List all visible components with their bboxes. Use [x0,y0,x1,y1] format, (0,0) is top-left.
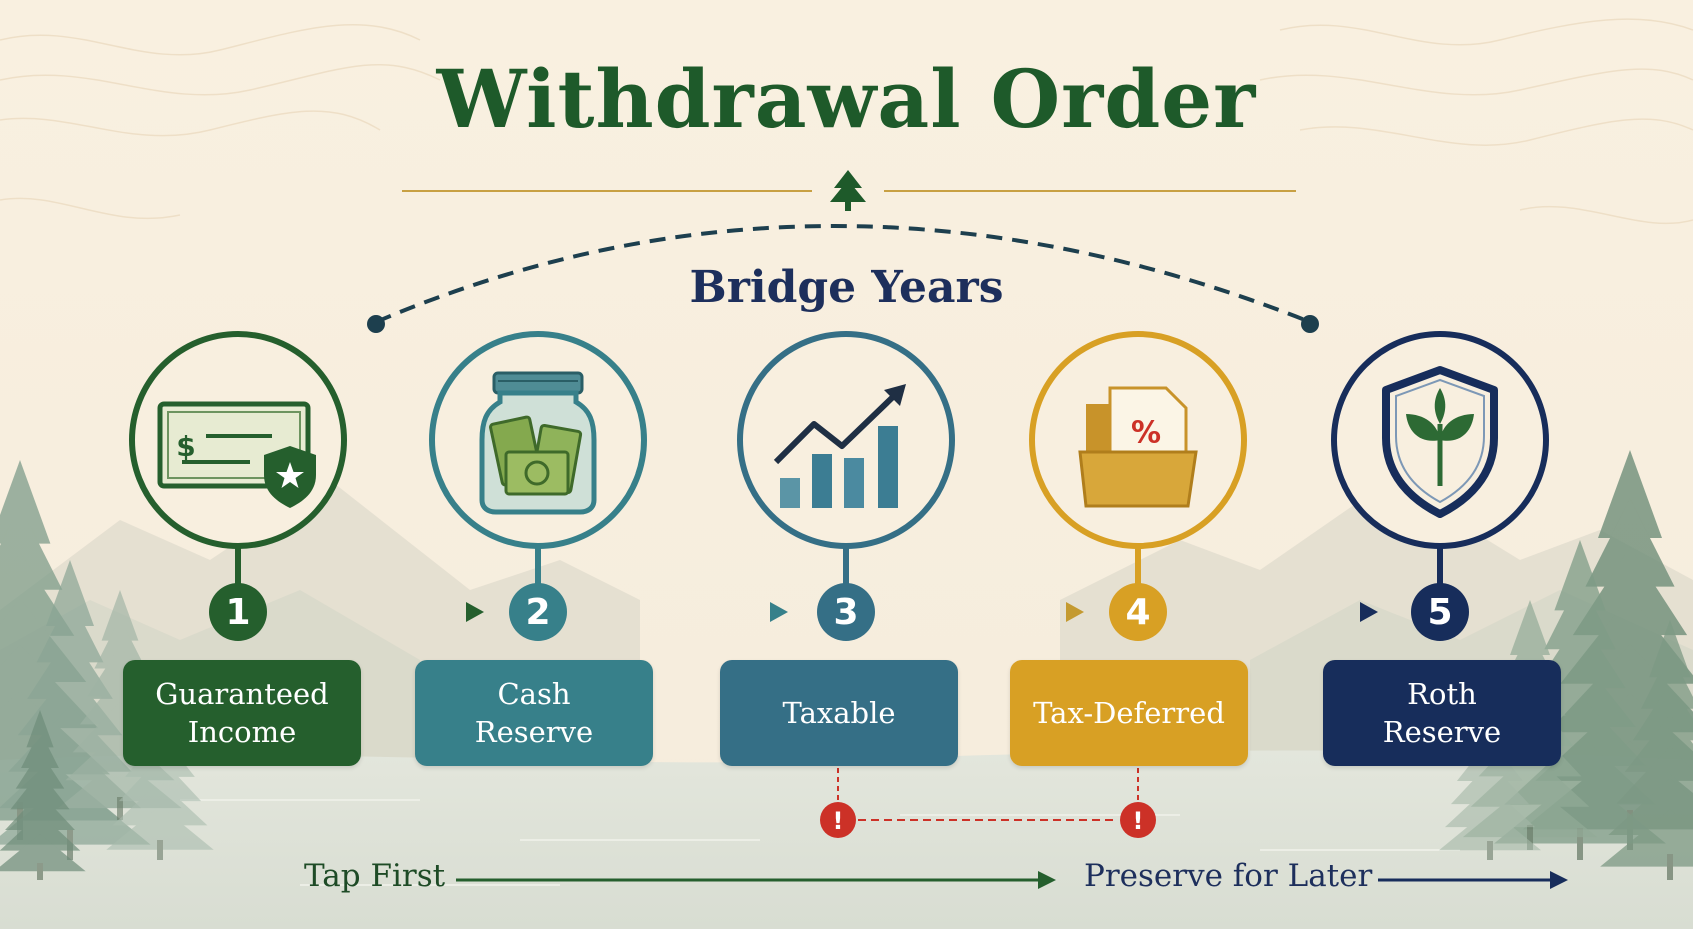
step-5-label: Roth Reserve [1382,677,1502,749]
step-3-label: Taxable [782,696,896,730]
step-arrows [268,602,1378,622]
alert-glyph: ! [833,807,844,835]
topo-lines [0,18,1693,225]
step-4-number: 4 [1125,592,1150,633]
bridge-end-dot [1301,315,1319,333]
step-3-badge [817,583,875,641]
sprout-shield-icon [1382,366,1498,518]
step-5-number: 5 [1427,592,1452,633]
step-1-label: Guaranteed Income [155,677,329,749]
page-title: Withdrawal Order [436,52,1257,146]
pine-trees-left [0,460,214,880]
step-5-label-box: Roth Reserve [1323,660,1561,766]
pine-tree [0,710,86,880]
percent-folder-icon: % [1078,386,1198,508]
step-4-badge [1109,583,1167,641]
svg-text:%: % [1131,416,1161,451]
alert-icon [1120,802,1156,838]
pine-tree [1600,620,1693,880]
bridge-arc [375,224,1311,324]
bridge-start-dot [367,315,385,333]
step-4-label: Tax-Deferred [1033,696,1225,730]
alert-glyph: ! [1133,807,1144,835]
step-4-label-box: Tax-Deferred [1010,660,1248,766]
step-1-number: 1 [225,592,250,633]
step-2-number: 2 [525,592,550,633]
money-jar-icon [479,371,597,515]
footer-arrows [456,871,1568,889]
bridge-years-heading: Bridge Years [689,262,1004,313]
step-5-badge [1411,583,1469,641]
tap-first-label: Tap First [304,858,446,894]
step-2-badge [509,583,567,641]
alert-connectors: ! ! [820,768,1156,838]
tree-icon [830,170,866,211]
step-2-label: Cash Reserve [474,677,594,749]
step-stems [235,548,1443,588]
step-1-badge [209,583,267,641]
growth-chart-icon [773,384,906,508]
preserve-for-later-label: Preserve for Later [1084,858,1373,894]
step-3-label-box: Taxable [720,660,958,766]
step-1-label-box: Guaranteed Income [123,660,361,766]
alert-icon [820,802,856,838]
step-3-number: 3 [833,592,858,633]
number-badges: 1 2 3 4 5 [209,583,1469,641]
svg-text:$: $ [176,430,195,463]
step-2-label-box: Cash Reserve [415,660,653,766]
check-with-shield-icon: $ [157,401,316,508]
